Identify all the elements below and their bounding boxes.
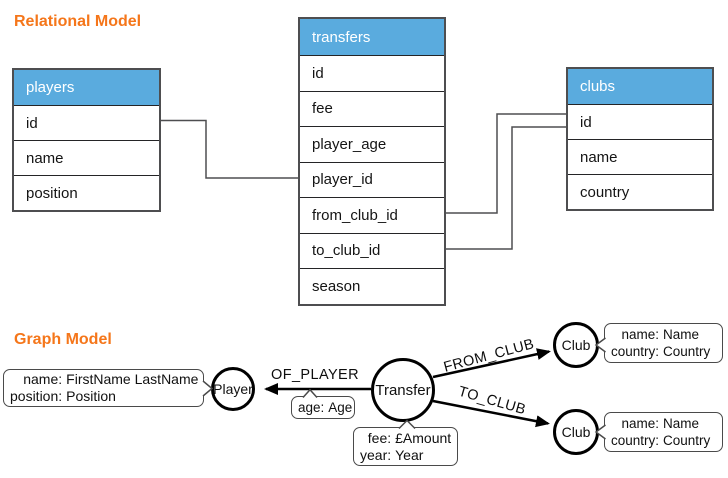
property-value: Name — [663, 416, 700, 431]
table-row: fee — [300, 90, 444, 126]
callout-player-properties: name:FirstName LastName position:Positio… — [3, 369, 204, 407]
table-row: country — [568, 174, 712, 209]
property-key: position: — [10, 388, 63, 404]
property-value: Country — [663, 344, 711, 359]
table-clubs-header: clubs — [568, 69, 712, 104]
callout-club-from-properties: name:Name country:Country — [604, 323, 723, 363]
fk-line-transfers-from-club-id-to-clubs-id — [446, 113, 566, 214]
callout-edge-age-property: age:Age — [291, 396, 355, 419]
callout-transfer-properties: fee:£Amount year:Year — [353, 427, 458, 466]
property-value: Position — [66, 388, 116, 404]
edge-arrow-to-club — [432, 399, 550, 428]
graph-model-title: Graph Model — [14, 331, 112, 348]
table-row: player_id — [300, 161, 444, 197]
table-row: position — [14, 175, 159, 210]
callout-club-to-properties: name:Name country:Country — [604, 412, 723, 452]
node-club-to: Club — [553, 409, 599, 455]
node-transfer: Transfer — [371, 358, 435, 422]
table-row: id — [300, 55, 444, 91]
property-key: year: — [360, 446, 392, 463]
property-value: Year — [395, 446, 424, 463]
edge-arrow-from-club — [432, 348, 551, 379]
table-row: from_club_id — [300, 197, 444, 233]
property-key: name: — [621, 327, 660, 342]
table-players: players id name position — [12, 68, 161, 212]
property-key: fee: — [367, 429, 392, 446]
property-value: Country — [663, 433, 711, 448]
relational-model-title: Relational Model — [14, 13, 142, 30]
property-key: name: — [621, 416, 660, 431]
table-row: name — [568, 139, 712, 174]
property-key: country: — [611, 344, 660, 359]
table-row: player_age — [300, 126, 444, 162]
property-value: Age — [328, 400, 353, 415]
property-value: Name — [663, 327, 700, 342]
table-row: name — [14, 140, 159, 175]
property-value: £Amount — [395, 429, 452, 446]
edge-label-of-player: OF_PLAYER — [271, 367, 359, 383]
fk-line-transfers-to-club-id-to-clubs-id — [446, 126, 566, 250]
table-transfers-header: transfers — [300, 19, 444, 55]
property-key: name: — [23, 371, 63, 387]
table-transfers: transfers id fee player_age player_id fr… — [298, 17, 446, 306]
table-row: id — [14, 105, 159, 140]
node-player: Player — [211, 367, 255, 411]
table-row: to_club_id — [300, 232, 444, 268]
fk-line-players-id-to-transfers-player-id — [161, 119, 298, 179]
node-club-from: Club — [553, 322, 599, 368]
table-row: season — [300, 268, 444, 304]
table-clubs: clubs id name country — [566, 67, 714, 211]
table-players-header: players — [14, 70, 159, 105]
property-value: FirstName LastName — [66, 371, 199, 387]
property-key: country: — [611, 433, 660, 448]
property-key: age: — [298, 400, 325, 415]
table-row: id — [568, 104, 712, 139]
